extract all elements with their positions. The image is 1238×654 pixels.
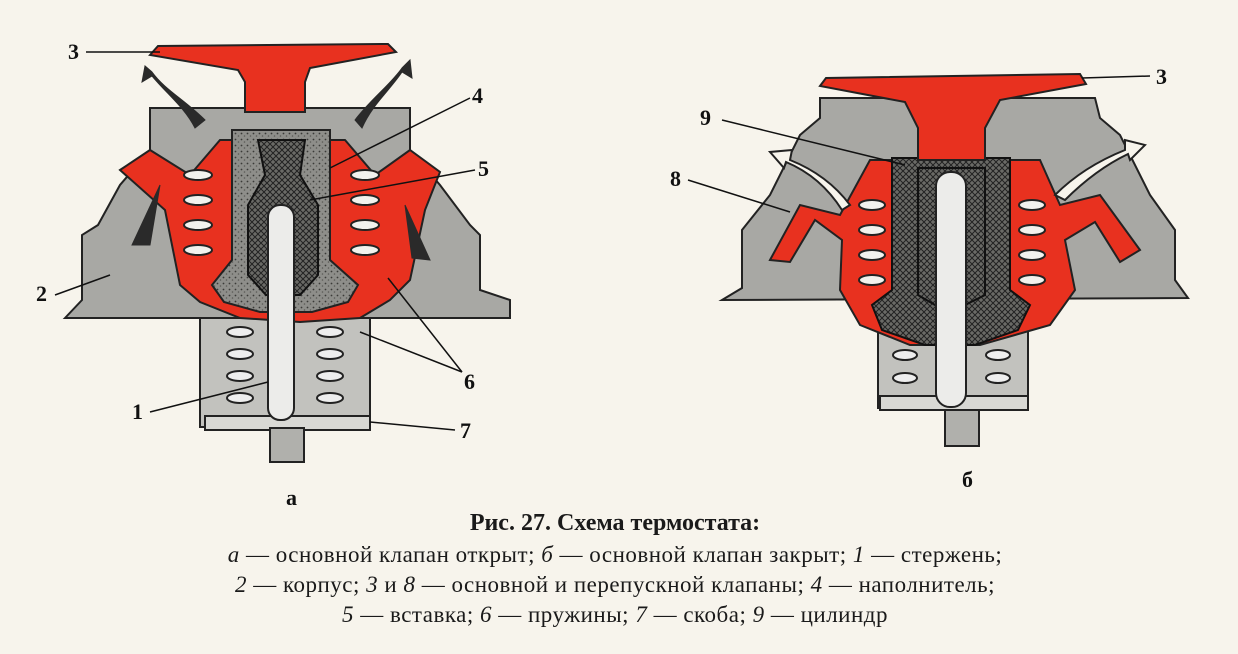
main-valve-b (818, 72, 1088, 161)
caption-text: — вставка; (353, 602, 480, 627)
caption-key: 2 (234, 572, 247, 597)
caption-key: 5 (341, 602, 354, 627)
figure-caption: Рис. 27. Схема термостата: а — основной … (60, 508, 1170, 630)
panel-a-drawing: 3 4 5 2 6 1 7 а (36, 39, 511, 510)
callout-a-5: 5 (478, 156, 489, 181)
leader-a-1 (149, 381, 269, 413)
caption-key: 3 (366, 572, 379, 597)
leader-a-7 (369, 421, 456, 431)
nut-a (269, 427, 305, 463)
leader-b-9 (721, 119, 906, 166)
leader-b-8 (687, 179, 791, 213)
caption-text: — пружины; (492, 602, 636, 627)
caption-text: — наполнитель; (822, 572, 996, 597)
side-springs-b (858, 199, 1046, 286)
flow-arrows-a (131, 58, 431, 261)
flow-arrows-b (767, 138, 1147, 212)
caption-line-2: 2 — корпус; 3 и 8 — основной и перепускн… (60, 570, 1170, 600)
caption-text: — основной и перепускной клапаны; (415, 572, 811, 597)
caption-key: 6 (480, 602, 492, 627)
caption-line-1: а — основной клапан открыт; б — основной… (60, 540, 1170, 570)
caption-title: Рис. 27. Схема термостата: (469, 510, 761, 536)
caption-key: 8 (403, 572, 416, 597)
leader-a-5 (309, 169, 476, 201)
panel-label-a: а (286, 485, 297, 510)
caption-text: — основной клапан закрыт; (553, 542, 853, 567)
panel-b-drawing: 3 9 8 б (670, 64, 1190, 492)
leader-a-4 (329, 97, 471, 169)
callout-b-9: 9 (700, 105, 711, 130)
callout-a-4: 4 (472, 83, 483, 108)
callout-b-3: 3 (1156, 64, 1167, 89)
callout-a-6: 6 (464, 369, 475, 394)
callout-a-7: 7 (460, 418, 471, 443)
rod-b (935, 171, 967, 408)
leader-b-3 (1081, 75, 1151, 79)
caption-key: 1 (852, 542, 865, 567)
nut-b (944, 409, 980, 447)
caption-text: — корпус; (246, 572, 367, 597)
callout-a-2: 2 (36, 281, 47, 306)
caption-text: — цилиндр (764, 602, 888, 627)
lower-springs-b (892, 349, 1011, 384)
leader-a-6a (387, 277, 463, 373)
caption-key: 4 (810, 572, 823, 597)
leader-a-6b (359, 331, 463, 373)
caption-key: б (541, 542, 554, 567)
leader-a-2 (54, 274, 111, 296)
callout-a-1: 1 (132, 399, 143, 424)
side-springs-a (183, 169, 380, 256)
caption-text: — основной клапан открыт; (239, 542, 542, 567)
caption-text: — стержень; (864, 542, 1003, 567)
main-valve-a (148, 42, 399, 113)
caption-key: 9 (752, 602, 765, 627)
panel-label-b: б (962, 467, 973, 492)
caption-line-3: 5 — вставка; 6 — пружины; 7 — скоба; 9 —… (60, 600, 1170, 630)
caption-key: 7 (635, 602, 648, 627)
caption-text: — скоба; (647, 602, 753, 627)
lower-springs-a (226, 326, 344, 404)
caption-text: и (378, 572, 404, 597)
caption-key: а (227, 542, 240, 567)
callout-a-3: 3 (68, 39, 79, 64)
rod-a (267, 204, 295, 421)
callout-b-8: 8 (670, 166, 681, 191)
